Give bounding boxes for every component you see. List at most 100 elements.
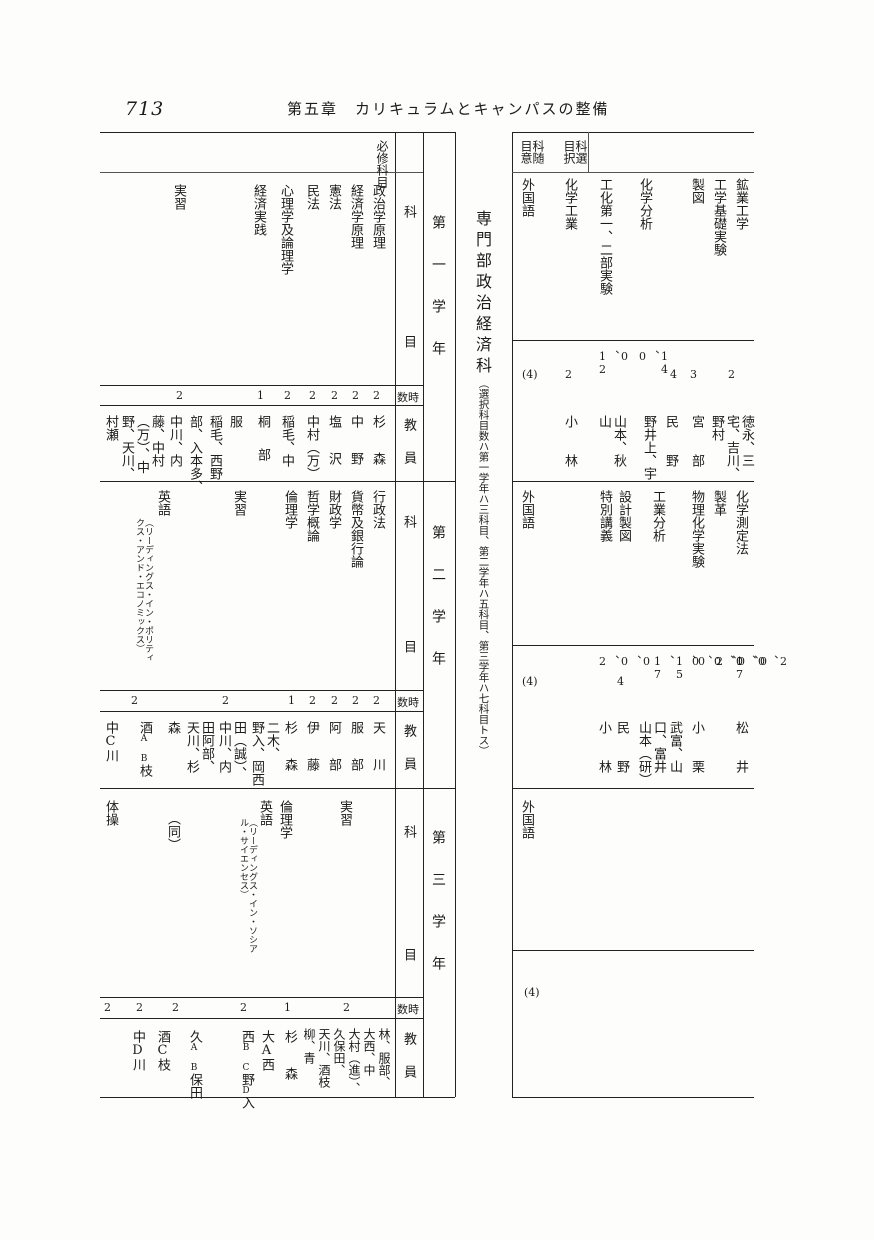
y2-kyoin-label: 教員 bbox=[401, 724, 416, 790]
col-sentaku: 科選目択 bbox=[562, 140, 588, 164]
teacher: 山 bbox=[596, 415, 611, 428]
y1-kyoin-label: 教員 bbox=[401, 418, 416, 484]
teacher: 民野 bbox=[663, 415, 678, 493]
subject: 特別講義 bbox=[597, 490, 612, 542]
hours: 2 bbox=[136, 1001, 143, 1014]
teacher: （万）、中 bbox=[134, 415, 149, 474]
teacher: 野入、岡西 bbox=[249, 721, 264, 786]
y3-jisu-label: 数時 bbox=[397, 1003, 419, 1016]
teacher: 久A B保田 bbox=[187, 1030, 202, 1099]
hours: 2 bbox=[131, 694, 138, 707]
rule-hisshu bbox=[100, 172, 423, 173]
page-number: 713 bbox=[125, 98, 165, 120]
subject: 外国語 bbox=[519, 800, 534, 839]
teacher: 服 bbox=[227, 415, 242, 452]
teacher: 徳永、三 bbox=[739, 415, 754, 467]
teacher: 口、富井 bbox=[651, 721, 666, 773]
hours: 3 bbox=[690, 368, 697, 381]
hours: 1 bbox=[284, 1001, 291, 1014]
hours: 14、0 bbox=[636, 350, 671, 376]
teacher: 森 bbox=[165, 721, 180, 734]
hours: 0、0、2 bbox=[596, 655, 653, 668]
subject: 外国語 bbox=[519, 178, 534, 217]
teacher: 阿部 bbox=[326, 721, 341, 795]
selection-note: （選択科目数ハ第一学年ハ三科目、第二学年ハ五科目、第三学年ハ七科目トス） bbox=[477, 378, 490, 756]
hours: 17、0、0 bbox=[689, 655, 746, 681]
col-hisshu: 必修科目 bbox=[375, 140, 389, 188]
teacher: 酒A B枝 bbox=[137, 721, 152, 777]
hours: 2 bbox=[222, 694, 229, 707]
subject: 製革 bbox=[711, 490, 726, 516]
rule-right-header bbox=[512, 172, 754, 173]
subject: 工化第一、二部実験 bbox=[597, 178, 612, 295]
y3-kamoku-label: 科 bbox=[401, 825, 416, 838]
hours: 4 bbox=[670, 368, 677, 381]
teacher: 二木、 bbox=[264, 721, 279, 760]
subject: 実習 bbox=[171, 184, 186, 210]
hours: 2 bbox=[343, 1001, 350, 1014]
hours: 2 bbox=[352, 694, 359, 707]
teacher: 中C川 bbox=[103, 721, 118, 762]
year1-label: 第一学年 bbox=[430, 215, 446, 383]
subject: 政治学原理 bbox=[370, 184, 385, 249]
subject: 倫理学 bbox=[277, 800, 292, 839]
rule-y1-hours bbox=[100, 385, 423, 386]
teacher: 野井上、宇 bbox=[641, 415, 656, 480]
subject: 物理化学実験 bbox=[689, 490, 704, 568]
teacher: 小林 bbox=[562, 415, 577, 493]
teacher: 林、服部、 bbox=[377, 1028, 391, 1088]
hours: 2 bbox=[331, 389, 338, 402]
teacher: 野村 bbox=[709, 415, 724, 441]
rule-y2-teachers bbox=[100, 711, 423, 712]
rule-right-y2-hours bbox=[512, 645, 754, 646]
hours: (4) bbox=[522, 368, 538, 381]
teacher: 大A西 bbox=[259, 1030, 274, 1071]
subject: 体操 bbox=[103, 800, 118, 826]
rule-right-y2-end bbox=[512, 788, 754, 789]
teacher: 稲毛、中 bbox=[279, 415, 294, 467]
teacher: 小栗 bbox=[689, 721, 704, 799]
hours: 2、0、0 bbox=[733, 655, 790, 668]
teacher: 中村（万） bbox=[304, 415, 319, 480]
rule-y2-hours bbox=[100, 690, 423, 691]
teacher: 宮部 bbox=[689, 415, 704, 493]
subject: 実習 bbox=[231, 490, 246, 516]
teacher: 民野 bbox=[614, 721, 629, 799]
teacher: 中D川 bbox=[130, 1030, 145, 1071]
teacher: 西B C野D入 bbox=[239, 1030, 254, 1109]
subject: 設計製図 bbox=[616, 490, 631, 542]
hours: 2 bbox=[172, 1001, 179, 1014]
table-top-rule bbox=[100, 132, 455, 133]
teacher: 柳、青 bbox=[302, 1028, 316, 1064]
teacher: 酒C枝 bbox=[155, 1030, 170, 1071]
rule-y2-end bbox=[100, 788, 455, 789]
left-year-col-rule bbox=[423, 132, 424, 1097]
y1-moku-label: 目 bbox=[401, 335, 416, 348]
rule-y3-hours bbox=[100, 997, 423, 998]
col-zuii: 科随目意 bbox=[519, 140, 545, 164]
teacher: 松井 bbox=[733, 721, 748, 799]
hours: 1 bbox=[257, 389, 264, 402]
table-center-left-rule bbox=[455, 132, 456, 1097]
y2-jisu-label: 数時 bbox=[397, 696, 419, 709]
hours: 0、0、2 bbox=[713, 655, 770, 668]
hours: 2 bbox=[176, 389, 183, 402]
teacher: 小林 bbox=[596, 721, 611, 799]
english-note: （リーディングス・イン・ポリティクス・アンド・エコノミックス） bbox=[134, 518, 153, 662]
hours: 2 bbox=[373, 694, 380, 707]
y2-kamoku-label: 科 bbox=[401, 515, 416, 528]
teacher: 中野 bbox=[348, 415, 363, 489]
subject: 工学基礎実験 bbox=[711, 178, 726, 256]
y3-kyoin-label: 教員 bbox=[401, 1032, 416, 1098]
y1-kamoku-label: 科 bbox=[401, 205, 416, 218]
hours: (4) bbox=[522, 675, 538, 688]
teacher: 天川、酒枝 bbox=[317, 1028, 331, 1088]
subject: 経済学原理 bbox=[348, 184, 363, 249]
teacher: 山本、秋 bbox=[611, 415, 626, 467]
hours: 2 bbox=[240, 1001, 247, 1014]
subject: 工業分析 bbox=[650, 490, 665, 542]
department-title: 専門部政治経済科 bbox=[473, 210, 492, 378]
hours: 0、15、17 bbox=[651, 655, 708, 681]
rule-right-y1-hours bbox=[512, 340, 754, 341]
hours: 2 bbox=[309, 389, 316, 402]
